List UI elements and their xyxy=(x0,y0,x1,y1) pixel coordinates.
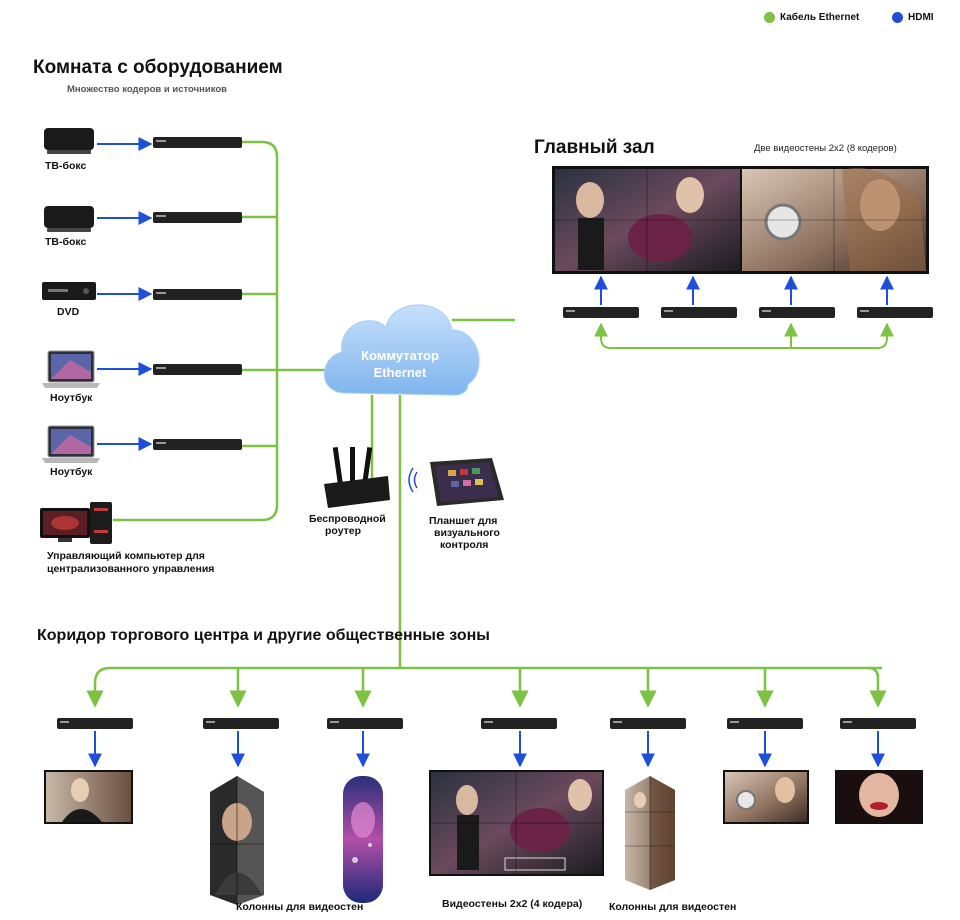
source-laptop-1 xyxy=(42,350,100,388)
legend-hdmi: HDMI xyxy=(892,12,934,23)
decoder-icon xyxy=(481,718,557,729)
wifi-router-icon xyxy=(324,446,390,508)
source-label-tv-box-1: ТВ-бокс xyxy=(45,160,87,172)
source-label-laptop-1: Ноутбук xyxy=(50,392,93,404)
encoder-icon xyxy=(153,289,242,300)
corridor-title: Коридор торгового центра и другие общест… xyxy=(37,627,490,644)
source-label-laptop-2: Ноутбук xyxy=(50,466,93,478)
tablet-label-line1: Планшет для xyxy=(429,515,498,527)
source-tv-box-1 xyxy=(44,128,94,154)
tablet xyxy=(408,458,504,506)
switch-label-line2: Ethernet xyxy=(373,365,427,380)
decoder-icon xyxy=(203,718,279,729)
decoders-corridor xyxy=(57,718,916,729)
cloud-icon xyxy=(323,304,480,396)
wifi-router xyxy=(324,446,390,508)
ethernet-legend-dot xyxy=(764,12,775,23)
decoder-icon xyxy=(57,718,133,729)
ethernet-switch-cloud xyxy=(323,304,480,396)
corridor-label-columns-2: Колонны для видеостен xyxy=(609,901,737,913)
encoder-icon xyxy=(153,212,242,223)
corridor-column-2 xyxy=(343,776,383,903)
corridor-ethernet-drops xyxy=(86,666,887,708)
control-pc-label-line1: Управляющий компьютер для xyxy=(47,550,205,562)
source-label-tv-box-2: ТВ-бокс xyxy=(45,236,87,248)
main-hall-video-walls xyxy=(552,166,929,274)
source-laptop-2 xyxy=(42,425,100,463)
legend-hdmi-label: HDMI xyxy=(908,12,934,23)
ethernet-switch-label: Коммутатор Ethernet xyxy=(325,347,475,381)
dvd-player-icon xyxy=(42,282,96,300)
main-hall-ethernet-lines xyxy=(594,322,894,349)
source-label-dvd: DVD xyxy=(57,306,80,318)
corridor-display-2 xyxy=(723,770,809,824)
corridor-video-wall xyxy=(429,770,604,876)
decoder-icon xyxy=(327,718,403,729)
tablet-label-line2: визуального xyxy=(434,527,500,539)
corridor-hdmi-arrows xyxy=(88,731,885,768)
tablet-icon xyxy=(430,458,504,506)
control-pc-label-line2: централизованного управления xyxy=(47,563,215,575)
hdmi-legend-dot xyxy=(892,12,903,23)
corridor-label-walls: Видеостены 2x2 (4 кодера) xyxy=(442,898,583,910)
router-label-line2: роутер xyxy=(325,525,362,537)
legend-ethernet-label: Кабель Ethernet xyxy=(780,12,860,23)
decoder-icon xyxy=(610,718,686,729)
equipment-room-title: Комната с оборудованием xyxy=(33,57,283,78)
wifi-signal-icon xyxy=(408,467,418,493)
encoder-icon xyxy=(153,364,242,375)
equipment-room-subtitle: Множество кодеров и источников xyxy=(67,84,227,95)
encoders-left xyxy=(153,137,242,450)
decoder-icon xyxy=(759,307,835,318)
switch-label-line1: Коммутатор xyxy=(361,348,439,363)
router-label-line1: Беспроводной xyxy=(309,513,386,525)
source-tv-box-2 xyxy=(44,206,94,232)
hdmi-source-arrows xyxy=(97,137,153,451)
encoder-icon xyxy=(153,137,242,148)
decoder-icon xyxy=(563,307,639,318)
corridor-display-1 xyxy=(44,770,133,824)
decoder-icon xyxy=(840,718,916,729)
legend-ethernet: Кабель Ethernet xyxy=(764,12,859,23)
main-hall-title: Главный зал xyxy=(534,137,655,158)
corridor-column-3 xyxy=(625,776,675,890)
corridor-display-3 xyxy=(835,770,923,824)
tv-box-icon xyxy=(44,128,94,150)
decoder-icon xyxy=(661,307,737,318)
control-computer xyxy=(40,502,112,544)
corridor-column-1 xyxy=(210,776,264,905)
decoder-icon xyxy=(727,718,803,729)
source-dvd xyxy=(42,282,96,300)
tablet-label-line3: контроля xyxy=(440,539,489,551)
encoder-icon xyxy=(153,439,242,450)
main-hall-subtitle: Две видеостены 2x2 (8 кодеров) xyxy=(754,143,897,154)
corridor-label-columns-1: Колонны для видеостен xyxy=(236,901,364,913)
decoder-icon xyxy=(857,307,933,318)
equipment-ethernet-lines xyxy=(113,140,330,522)
decoders-main-hall xyxy=(563,307,933,318)
main-hall-hdmi-arrows xyxy=(594,275,894,305)
tv-box-icon xyxy=(44,206,94,228)
